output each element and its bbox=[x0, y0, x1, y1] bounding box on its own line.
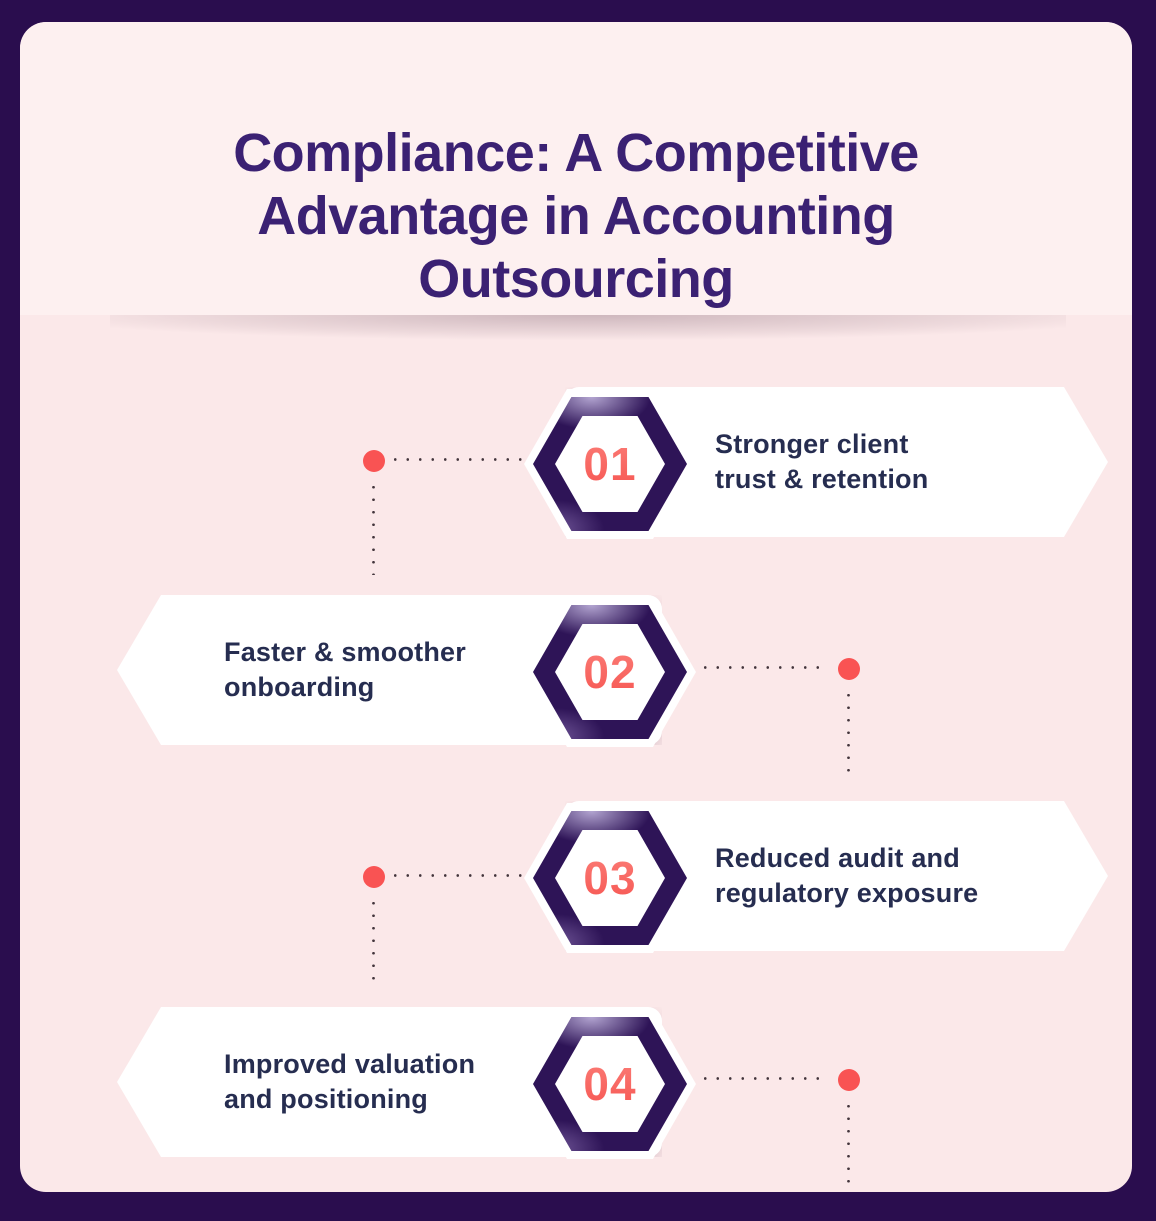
step-label-4: Improved valuation and positioning bbox=[224, 1049, 476, 1114]
step-number-4: 04 bbox=[524, 1009, 696, 1159]
title-shadow-divider bbox=[110, 315, 1066, 349]
step-number-2: 02 bbox=[524, 597, 696, 747]
dotted-line-vertical-4 bbox=[847, 1100, 850, 1192]
step-number-1: 01 bbox=[524, 389, 696, 539]
dotted-line-vertical-1 bbox=[372, 481, 375, 575]
header-zone bbox=[20, 22, 1132, 315]
step-label-1: Stronger client trust & retention bbox=[715, 429, 929, 494]
infographic-canvas: Compliance: A Competitive Advantage in A… bbox=[20, 22, 1132, 1192]
step-label-2: Faster & smoother onboarding bbox=[224, 637, 466, 702]
dotted-line-vertical-3 bbox=[372, 897, 375, 989]
page-title: Compliance: A Competitive Advantage in A… bbox=[233, 123, 919, 310]
connector-dot-2 bbox=[838, 658, 860, 680]
dotted-line-horizontal-3 bbox=[389, 874, 525, 877]
step-hexagon-4: 04 bbox=[524, 1009, 696, 1159]
connector-dot-1 bbox=[363, 450, 385, 472]
connector-dot-4 bbox=[838, 1069, 860, 1091]
step-label-3: Reduced audit and regulatory exposure bbox=[715, 843, 979, 908]
dotted-line-horizontal-1 bbox=[389, 458, 525, 461]
step-number-3: 03 bbox=[524, 803, 696, 953]
dotted-line-horizontal-4 bbox=[699, 1077, 829, 1080]
dotted-line-vertical-2 bbox=[847, 689, 850, 781]
dotted-line-horizontal-2 bbox=[699, 666, 829, 669]
connector-dot-3 bbox=[363, 866, 385, 888]
step-hexagon-3: 03 bbox=[524, 803, 696, 953]
step-hexagon-2: 02 bbox=[524, 597, 696, 747]
step-hexagon-1: 01 bbox=[524, 389, 696, 539]
